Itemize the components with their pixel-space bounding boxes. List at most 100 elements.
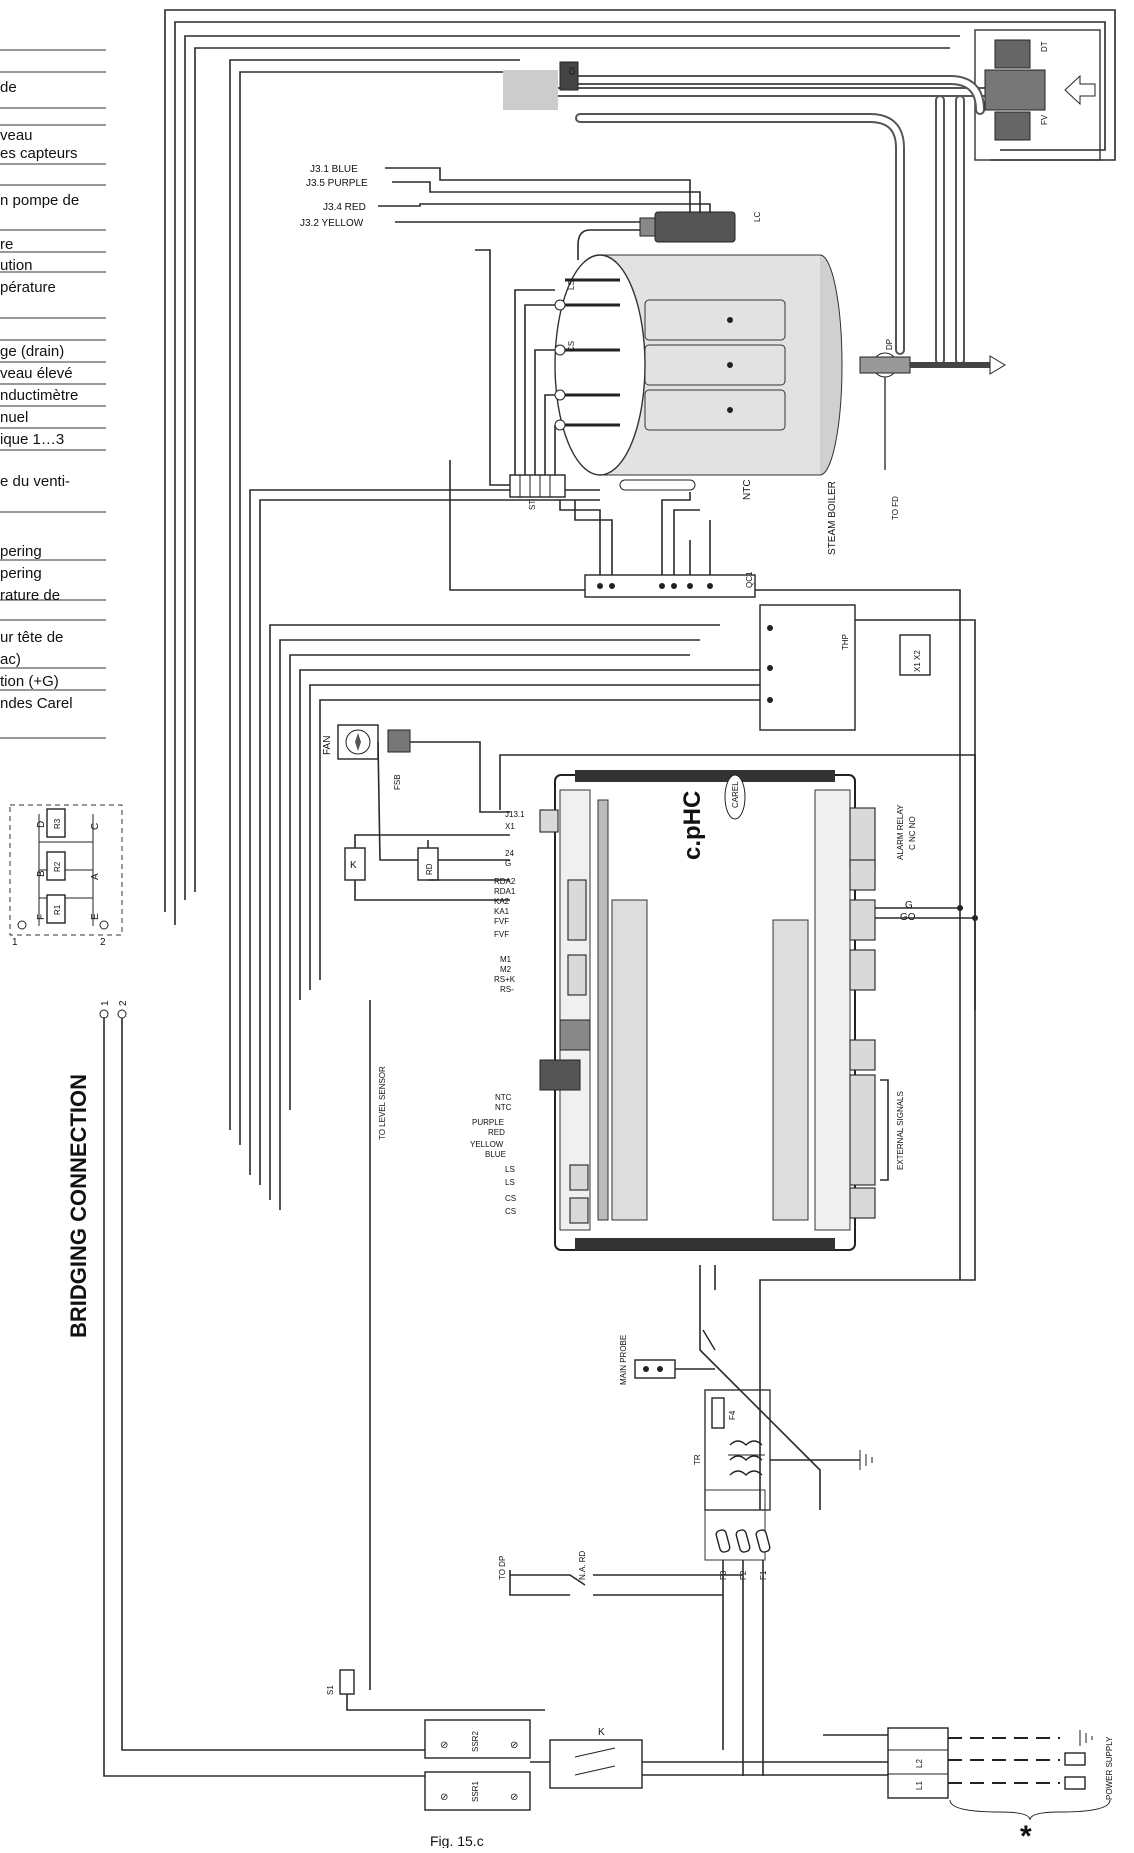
svg-text:⊘: ⊘	[510, 1740, 518, 1751]
term-rs-minus: RS-	[500, 985, 514, 994]
asterisk-note: *	[1020, 1820, 1032, 1848]
bridge-node-a: A	[90, 873, 101, 880]
s1-label: S1	[326, 1685, 335, 1695]
thp-unit: THP X1 X2	[759, 604, 976, 1010]
steam-boiler-label: STEAM BOILER	[827, 481, 838, 555]
legend-frag-1: veau	[0, 127, 33, 144]
valve-assembly: DT FV	[984, 39, 1096, 141]
lc-label: LC	[753, 212, 762, 222]
legend-frag-14: pering	[0, 565, 42, 582]
controller-right-labels: ALARM RELAY C NC NO G GO EXTERNAL SIGNAL…	[875, 804, 978, 1181]
relay-k-label: K	[350, 860, 357, 871]
ntc-label: NTC	[742, 479, 753, 500]
legend-frag-17: ac)	[0, 651, 21, 668]
main-probe-label: MAIN PROBE	[619, 1335, 628, 1385]
figure-caption: Fig. 15.c	[430, 1833, 484, 1848]
term-ka2: KA2	[494, 897, 510, 906]
fsb-label: FSB	[393, 774, 402, 790]
term-m1: M1	[500, 955, 512, 964]
cs-label: CS	[567, 341, 576, 352]
relay-k-rd: K RD	[344, 834, 510, 901]
legend-frag-19: ndes Carel	[0, 695, 73, 712]
legend-frag-2: es capteurs	[0, 145, 78, 162]
legend-frag-12: e du venti-	[0, 473, 70, 490]
bridging-title: BRIDGING CONNECTION	[66, 1074, 91, 1338]
line-l1-label: L1	[915, 1781, 924, 1790]
term-purple: PURPLE	[472, 1118, 504, 1127]
resistor-r3-label: R3	[53, 818, 62, 829]
ground-icon	[859, 1450, 873, 1470]
controller-brand: c.pHC	[679, 791, 706, 860]
term-ntc-2: NTC	[495, 1103, 512, 1112]
wire-j35-purple: J3.5 PURPLE	[306, 178, 368, 189]
bridge-node-b: B	[36, 870, 47, 877]
svg-text:⊘: ⊘	[440, 1740, 448, 1751]
bridge-node-e: E	[90, 913, 101, 920]
ls-label: LS	[567, 280, 576, 290]
alarm-contacts-label: C NC NO	[908, 816, 917, 850]
legend-frag-8: veau élevé	[0, 365, 73, 382]
legend-table: de veau es capteurs n pompe de re ution …	[0, 49, 106, 739]
legend-frag-9: nductimètre	[0, 387, 78, 404]
term-g: G	[505, 859, 511, 868]
ci-connector	[559, 61, 579, 91]
resistor-r3	[46, 808, 66, 838]
legend-frag-3: n pompe de	[0, 192, 79, 209]
wire-j31-blue: J3.1 BLUE	[310, 164, 358, 175]
fv-label: FV	[1040, 114, 1049, 125]
controller-cphc: c.pHC CAREL	[539, 770, 876, 1251]
term-rda2: RDA2	[494, 877, 516, 886]
term-fvf-2: FVF	[494, 930, 509, 939]
legend-frag-15: rature de	[0, 587, 60, 604]
legend-frag-18: tion (+G)	[0, 673, 59, 690]
fan-icon	[355, 733, 361, 751]
alarm-relay-label: ALARM RELAY	[896, 804, 905, 860]
na-rd-label: N.A. RD	[578, 1550, 587, 1580]
term-yellow: YELLOW	[470, 1140, 504, 1149]
st-label: ST	[528, 500, 537, 510]
legend-frag-6: pérature	[0, 279, 56, 296]
resistor-r2-label: R2	[53, 861, 62, 872]
st-terminal-block: ST	[475, 249, 566, 510]
steam-boiler: LS CS STEAM BOILER DP TO FD NTC	[554, 254, 1006, 555]
dt-label: DT	[1040, 41, 1049, 52]
resistor-r2	[46, 851, 66, 881]
legend-frag-7: ge (drain)	[0, 343, 64, 360]
fan-unit: FAN FSB	[322, 724, 510, 861]
term-cs-1: CS	[505, 1194, 516, 1203]
ssr2-label: SSR2	[471, 1731, 480, 1752]
legend-frag-4: re	[0, 236, 13, 253]
power-section: MAIN PROBE F4 TR F3 F2 F1 TO DP	[326, 1329, 1114, 1853]
water-inlet-arrow-icon	[1064, 74, 1096, 106]
wire-j34-red: J3.4 RED	[323, 202, 366, 213]
svg-text:⊘: ⊘	[510, 1792, 518, 1803]
line-l2-label: L2	[915, 1759, 924, 1768]
term-blue: BLUE	[485, 1150, 506, 1159]
legend-frag-10: nuel	[0, 409, 28, 426]
term-ka1: KA1	[494, 907, 510, 916]
term-j13-1: J13.1	[505, 810, 525, 819]
external-signals-label: EXTERNAL SIGNALS	[896, 1091, 905, 1170]
term-rs-plus-k: RS+K	[494, 975, 516, 984]
bridge-wire-term-1: 1	[100, 1000, 111, 1006]
term-red: RED	[488, 1128, 505, 1137]
to-dp-label: TO DP	[498, 1556, 507, 1580]
resistor-r1-label: R1	[53, 904, 62, 915]
thp-label: THP	[841, 634, 850, 650]
mains-ground-icon	[1079, 1730, 1093, 1746]
legend-frag-0: de	[0, 79, 17, 96]
term-m2: M2	[500, 965, 512, 974]
bridging-detail: R1 R2 R3 A B C D E F 1 2	[9, 804, 123, 948]
term-x1: X1	[505, 822, 515, 831]
wire-j32-yellow: J3.2 YELLOW	[300, 218, 364, 229]
ssr2-block	[424, 1719, 531, 1759]
controller-left-terminals: J13.1 X1 24 G RDA2 RDA1 KA2 KA1 FVF FVF …	[369, 810, 525, 1690]
legend-frag-11: ique 1…3	[0, 431, 64, 448]
tr-label: TR	[693, 1454, 702, 1465]
legend-frag-13: pering	[0, 543, 42, 560]
g-label: G	[905, 900, 913, 911]
thp-x1x2-label: X1 X2	[913, 650, 922, 672]
level-controller: LC	[577, 211, 762, 260]
legend-frag-16: ur tête de	[0, 629, 63, 646]
